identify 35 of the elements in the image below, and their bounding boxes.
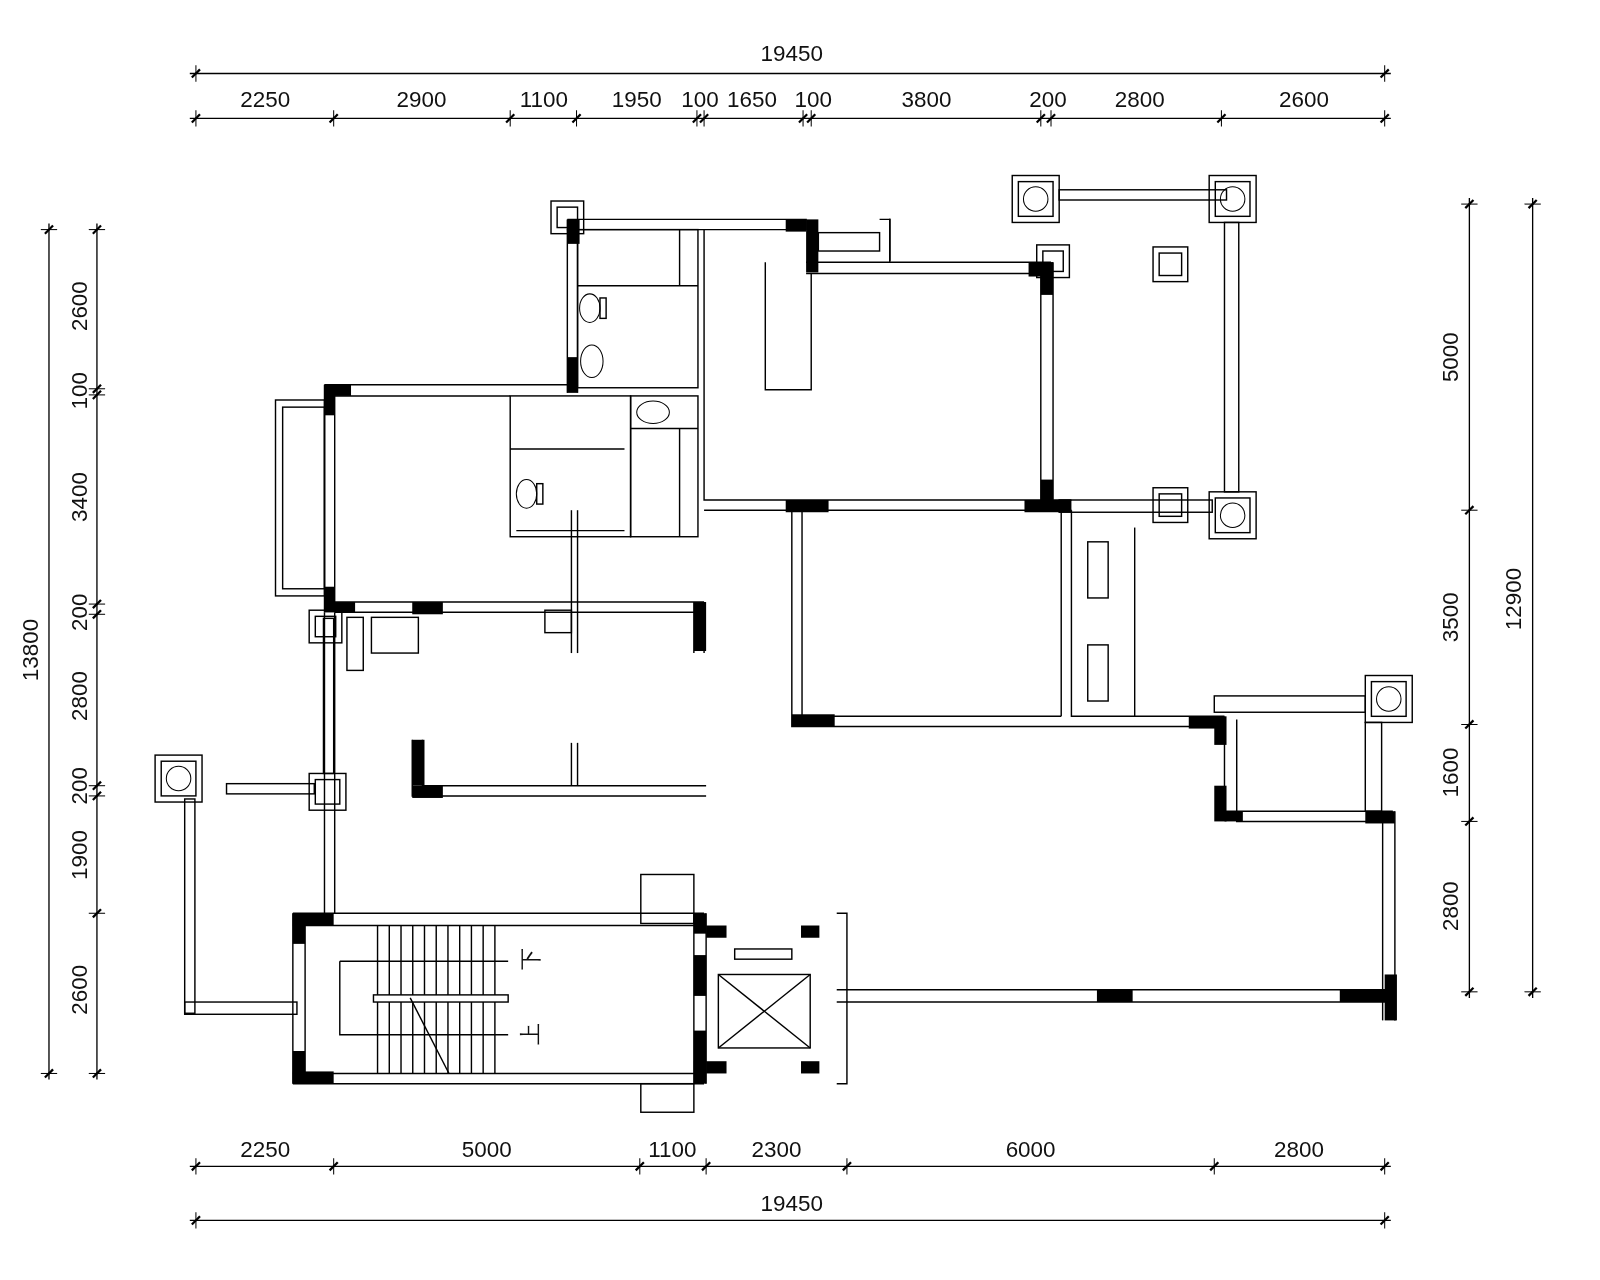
dimension-text: 200	[68, 593, 91, 631]
dimension-text: 6000	[1005, 1138, 1056, 1162]
dimension-text: 100	[681, 88, 719, 112]
stair-direction-text: 上	[519, 1022, 542, 1045]
dimension-text: 2800	[68, 670, 91, 721]
dimension-text: 5000	[1439, 332, 1463, 383]
dimension-text: 5000	[461, 1138, 512, 1162]
dimension-text: 13800	[19, 618, 42, 682]
dimension-text: 1900	[68, 830, 91, 881]
dimension-text: 2250	[240, 1138, 291, 1162]
dimension-text: 200	[1029, 88, 1067, 112]
dimension-text: 2800	[1274, 1138, 1324, 1162]
dimension-text: 3800	[901, 88, 952, 112]
dimension-text: 1600	[1439, 747, 1463, 798]
dimension-text: 2600	[1279, 88, 1330, 112]
dimension-text: 2600	[68, 281, 91, 332]
dimension-text: 2800	[1114, 88, 1165, 112]
dimension-text: 1100	[519, 88, 568, 112]
dimension-text: 2600	[68, 964, 91, 1015]
dimension-text: 1650	[727, 88, 777, 112]
dimension-text: 2250	[240, 88, 291, 112]
dimension-text: 2800	[1439, 881, 1463, 932]
dimension-text: 1100	[648, 1138, 697, 1162]
dimension-text: 19450	[760, 42, 824, 66]
dimension-text: 12900	[1503, 567, 1526, 631]
dimension-text: 3500	[1439, 592, 1463, 643]
dimension-text: 3400	[68, 471, 91, 522]
dimension-text: 2300	[751, 1138, 802, 1162]
dimension-text: 100	[68, 372, 91, 410]
dimension-text: 100	[794, 88, 832, 112]
dimension-text: 19450	[760, 1192, 824, 1216]
dimension-text: 1950	[611, 88, 662, 112]
stair-direction-text: 下	[519, 947, 542, 971]
dimension-text: 2900	[396, 88, 447, 112]
dimension-text: 200	[68, 766, 91, 805]
